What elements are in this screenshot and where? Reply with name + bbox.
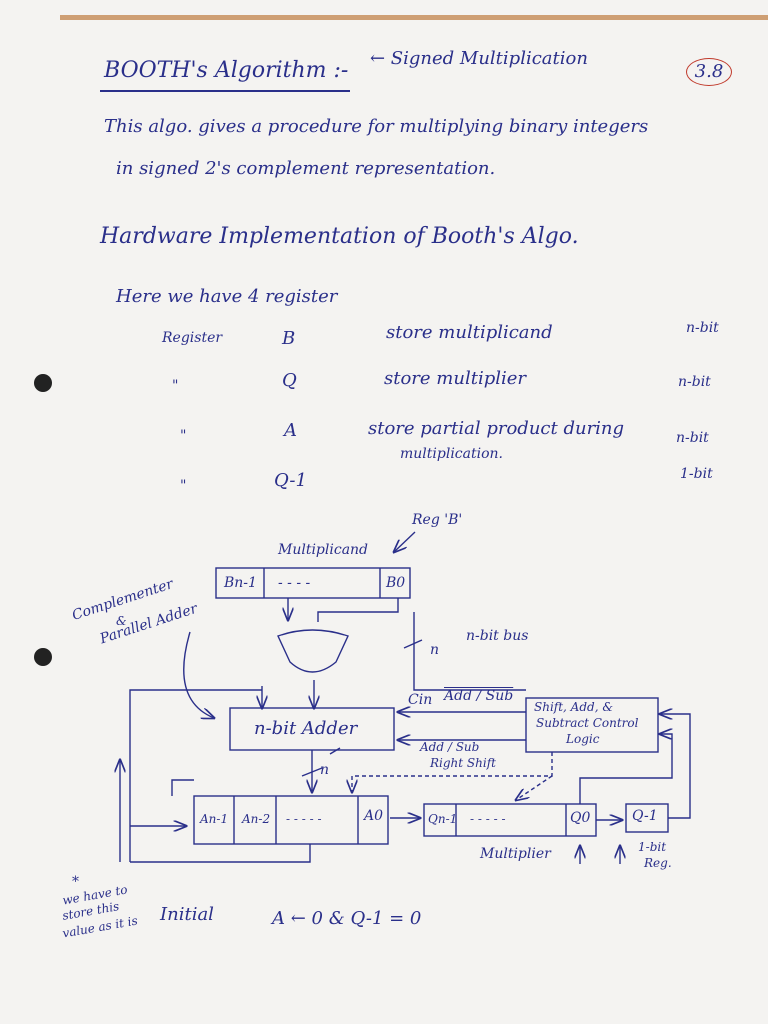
complementer-shape — [277, 629, 349, 673]
initial-label: Initial — [160, 904, 214, 925]
bus-width-label: n — [430, 642, 440, 658]
adder-label: n-bit Adder — [254, 718, 358, 739]
a-cell: - - - - - — [286, 812, 322, 826]
one-bit-reg-label: 1-bit — [638, 840, 667, 854]
adder-output-width: n — [320, 762, 330, 778]
q-minus1-cell: Q-1 — [632, 808, 658, 824]
register-row-label: " — [172, 378, 179, 394]
cin-label: Cin — [408, 692, 433, 708]
reg-b-label: Reg 'B' — [412, 512, 463, 528]
complementer-and: & — [116, 614, 127, 628]
note-star: * — [72, 874, 79, 890]
control-logic-line-1: Shift, Add, & — [534, 700, 614, 714]
hardware-title: Hardware Implementation of Booth's Algo. — [100, 224, 579, 249]
heading-title: BOOTH's Algorithm :- — [104, 58, 349, 83]
punch-hole — [34, 374, 52, 392]
initial-expression: A ← 0 & Q-1 = 0 — [272, 908, 422, 929]
a-cell: An-2 — [242, 812, 271, 826]
q-cell: - - - - - — [470, 812, 506, 826]
add-sub-label-2: Add / Sub — [420, 740, 480, 754]
reg-b-pointer — [394, 531, 416, 552]
one-bit-reg-label-2: Reg. — [644, 856, 672, 870]
a-cell: An-1 — [200, 812, 229, 826]
register-desc: store multiplier — [384, 368, 526, 389]
registers-intro: Here we have 4 register — [116, 286, 338, 307]
control-logic-line-3: Logic — [566, 732, 600, 746]
q-cell: Q0 — [570, 810, 591, 826]
register-a-box — [193, 795, 389, 845]
register-desc-cont: multiplication. — [400, 446, 503, 462]
register-desc: store partial product during — [368, 418, 625, 439]
register-row-label: Register — [162, 330, 223, 346]
register-size: n-bit — [686, 320, 719, 336]
control-logic-box — [525, 697, 659, 753]
heading-subtitle: ← Signed Multiplication — [370, 48, 588, 69]
control-logic-line-2: Subtract Control — [536, 716, 639, 730]
a-cell: A0 — [364, 808, 384, 824]
register-name: B — [282, 328, 296, 349]
register-name: Q-1 — [274, 470, 307, 491]
page-tag: 3.8 — [686, 58, 732, 86]
register-size: n-bit — [678, 374, 711, 390]
b-cell-right: B0 — [386, 575, 406, 591]
register-name: A — [284, 420, 297, 441]
n-bit-bus-label: n-bit bus — [466, 628, 529, 644]
punch-hole — [34, 648, 52, 666]
register-row-label: " — [180, 478, 187, 494]
page-top-edge — [60, 15, 768, 20]
register-desc: store multiplicand — [386, 322, 553, 343]
right-shift-label: Right Shift — [430, 756, 496, 770]
register-row-label: " — [180, 428, 187, 444]
add-sub-label: Add / Sub — [444, 688, 514, 704]
register-size: 1-bit — [680, 466, 713, 482]
b-cell-left: Bn-1 — [224, 575, 257, 591]
intro-line-2: in signed 2's complement representation. — [116, 158, 496, 179]
q-cell: Qn-1 — [428, 812, 458, 826]
register-size: n-bit — [676, 430, 709, 446]
multiplier-label: Multiplier — [480, 846, 551, 862]
register-b-box — [215, 567, 411, 599]
intro-line-1: This algo. gives a procedure for multipl… — [104, 116, 649, 137]
register-name: Q — [282, 370, 297, 391]
b-cell-dashes: - - - - — [278, 575, 311, 591]
multiplicand-label: Multiplicand — [278, 542, 369, 558]
heading-underline — [100, 90, 350, 92]
